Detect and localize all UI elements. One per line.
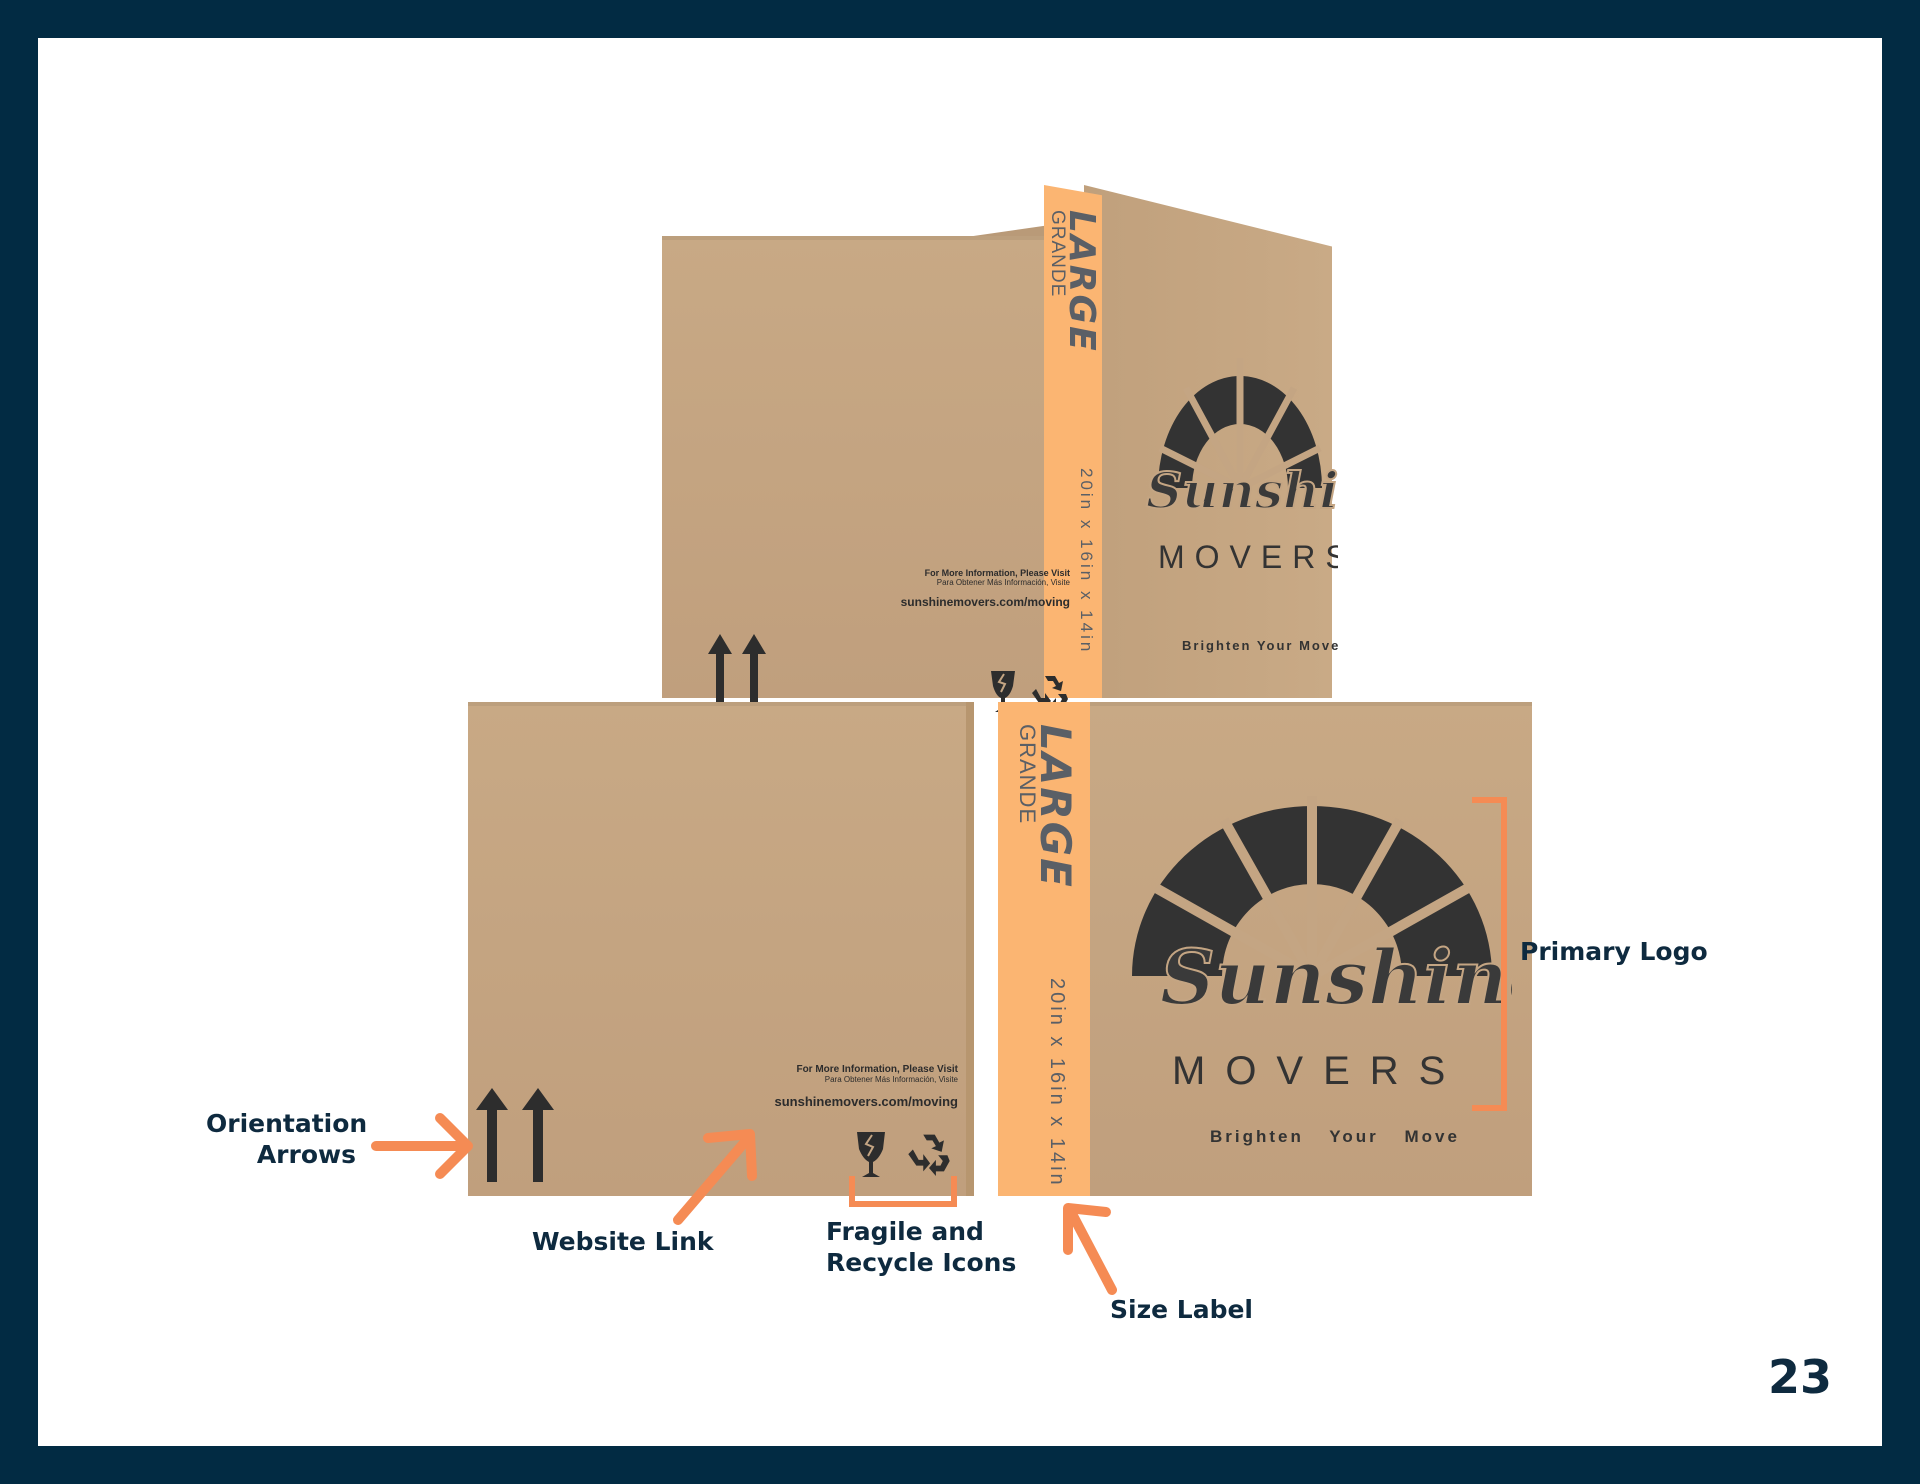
bottom-left-box-recycle-icon: [908, 1134, 950, 1176]
bottom-right-box-logo-script: Sunshine: [1160, 933, 1512, 1022]
top-box-info: For More Information, Please Visit Para …: [818, 568, 1070, 609]
bottom-right-box-tagline: Brighten Your Move: [1210, 1127, 1460, 1146]
bottom-left-box-info-line-1: For More Information, Please Visit: [796, 1064, 958, 1075]
slide-page: LARGE GRANDE 20in x 16in x 14in For More…: [38, 38, 1882, 1446]
size-callout-label: Size Label: [1110, 1295, 1254, 1324]
bottom-left-box-orientation-arrows-icon: [476, 1088, 554, 1182]
logo-callout-bracket: [1472, 797, 1507, 1111]
bottom-left-box-info-line-2: Para Obtener Más Información, Visite: [824, 1075, 958, 1084]
size-callout-arrow-icon: [1063, 1203, 1117, 1295]
top-box-orientation-arrows-icon: [708, 634, 766, 718]
bottom-left-box-website: sunshinemovers.com/moving: [774, 1094, 959, 1109]
orientation-callout-line-1: Orientation: [206, 1109, 368, 1138]
bottom-right-box-logo-wordmark: MOVERS: [1172, 1049, 1465, 1093]
top-box-sunburst-logo-icon: Sunshine MOVERS Brighten Your Move: [1145, 358, 1338, 653]
orientation-callout-label: Orientation Arrows: [206, 1108, 368, 1170]
top-box-size-band: [1044, 185, 1102, 698]
icons-callout-line-2: Recycle Icons: [826, 1248, 1017, 1277]
callout-lines: [371, 797, 1507, 1295]
top-box-logo-wordmark: MOVERS: [1158, 539, 1338, 575]
website-callout-label: Website Link: [532, 1227, 714, 1256]
bottom-left-box-fragile-glass-icon: [857, 1132, 885, 1177]
orientation-callout-line-2: Arrows: [256, 1140, 356, 1169]
icons-callout-bracket: [849, 1176, 957, 1207]
top-box-tagline: Brighten Your Move: [1182, 638, 1338, 653]
top-box-logo-script: Sunshine: [1146, 461, 1338, 520]
top-box-front-face: [662, 236, 1084, 698]
orientation-callout-arrow-icon: [371, 1113, 473, 1179]
bottom-left-box-front-face: [468, 702, 966, 1196]
top-box-info-line-1: For More Information, Please Visit: [924, 568, 1070, 578]
top-box-website: sunshinemovers.com/moving: [900, 595, 1070, 609]
bottom-left-box-side-strip: [966, 702, 974, 1196]
logo-callout-label: Primary Logo: [1520, 937, 1708, 966]
icons-callout-line-1: Fragile and: [826, 1217, 984, 1246]
top-box-fragile-glass-icon: [991, 671, 1015, 712]
website-callout-arrow-icon: [673, 1129, 757, 1225]
top-box-info-line-2: Para Obtener Más Información, Visite: [936, 578, 1070, 587]
page-number: 23: [1767, 1350, 1832, 1404]
bottom-left-box-info: For More Information, Please Visit Para …: [658, 1064, 959, 1109]
icons-callout-label: Fragile and Recycle Icons: [826, 1216, 1016, 1278]
bottom-right-box-sunburst-logo-icon: Sunshine MOVERS Brighten Your Move: [1132, 796, 1512, 1146]
bottom-right-box-size-band: [998, 702, 1090, 1196]
